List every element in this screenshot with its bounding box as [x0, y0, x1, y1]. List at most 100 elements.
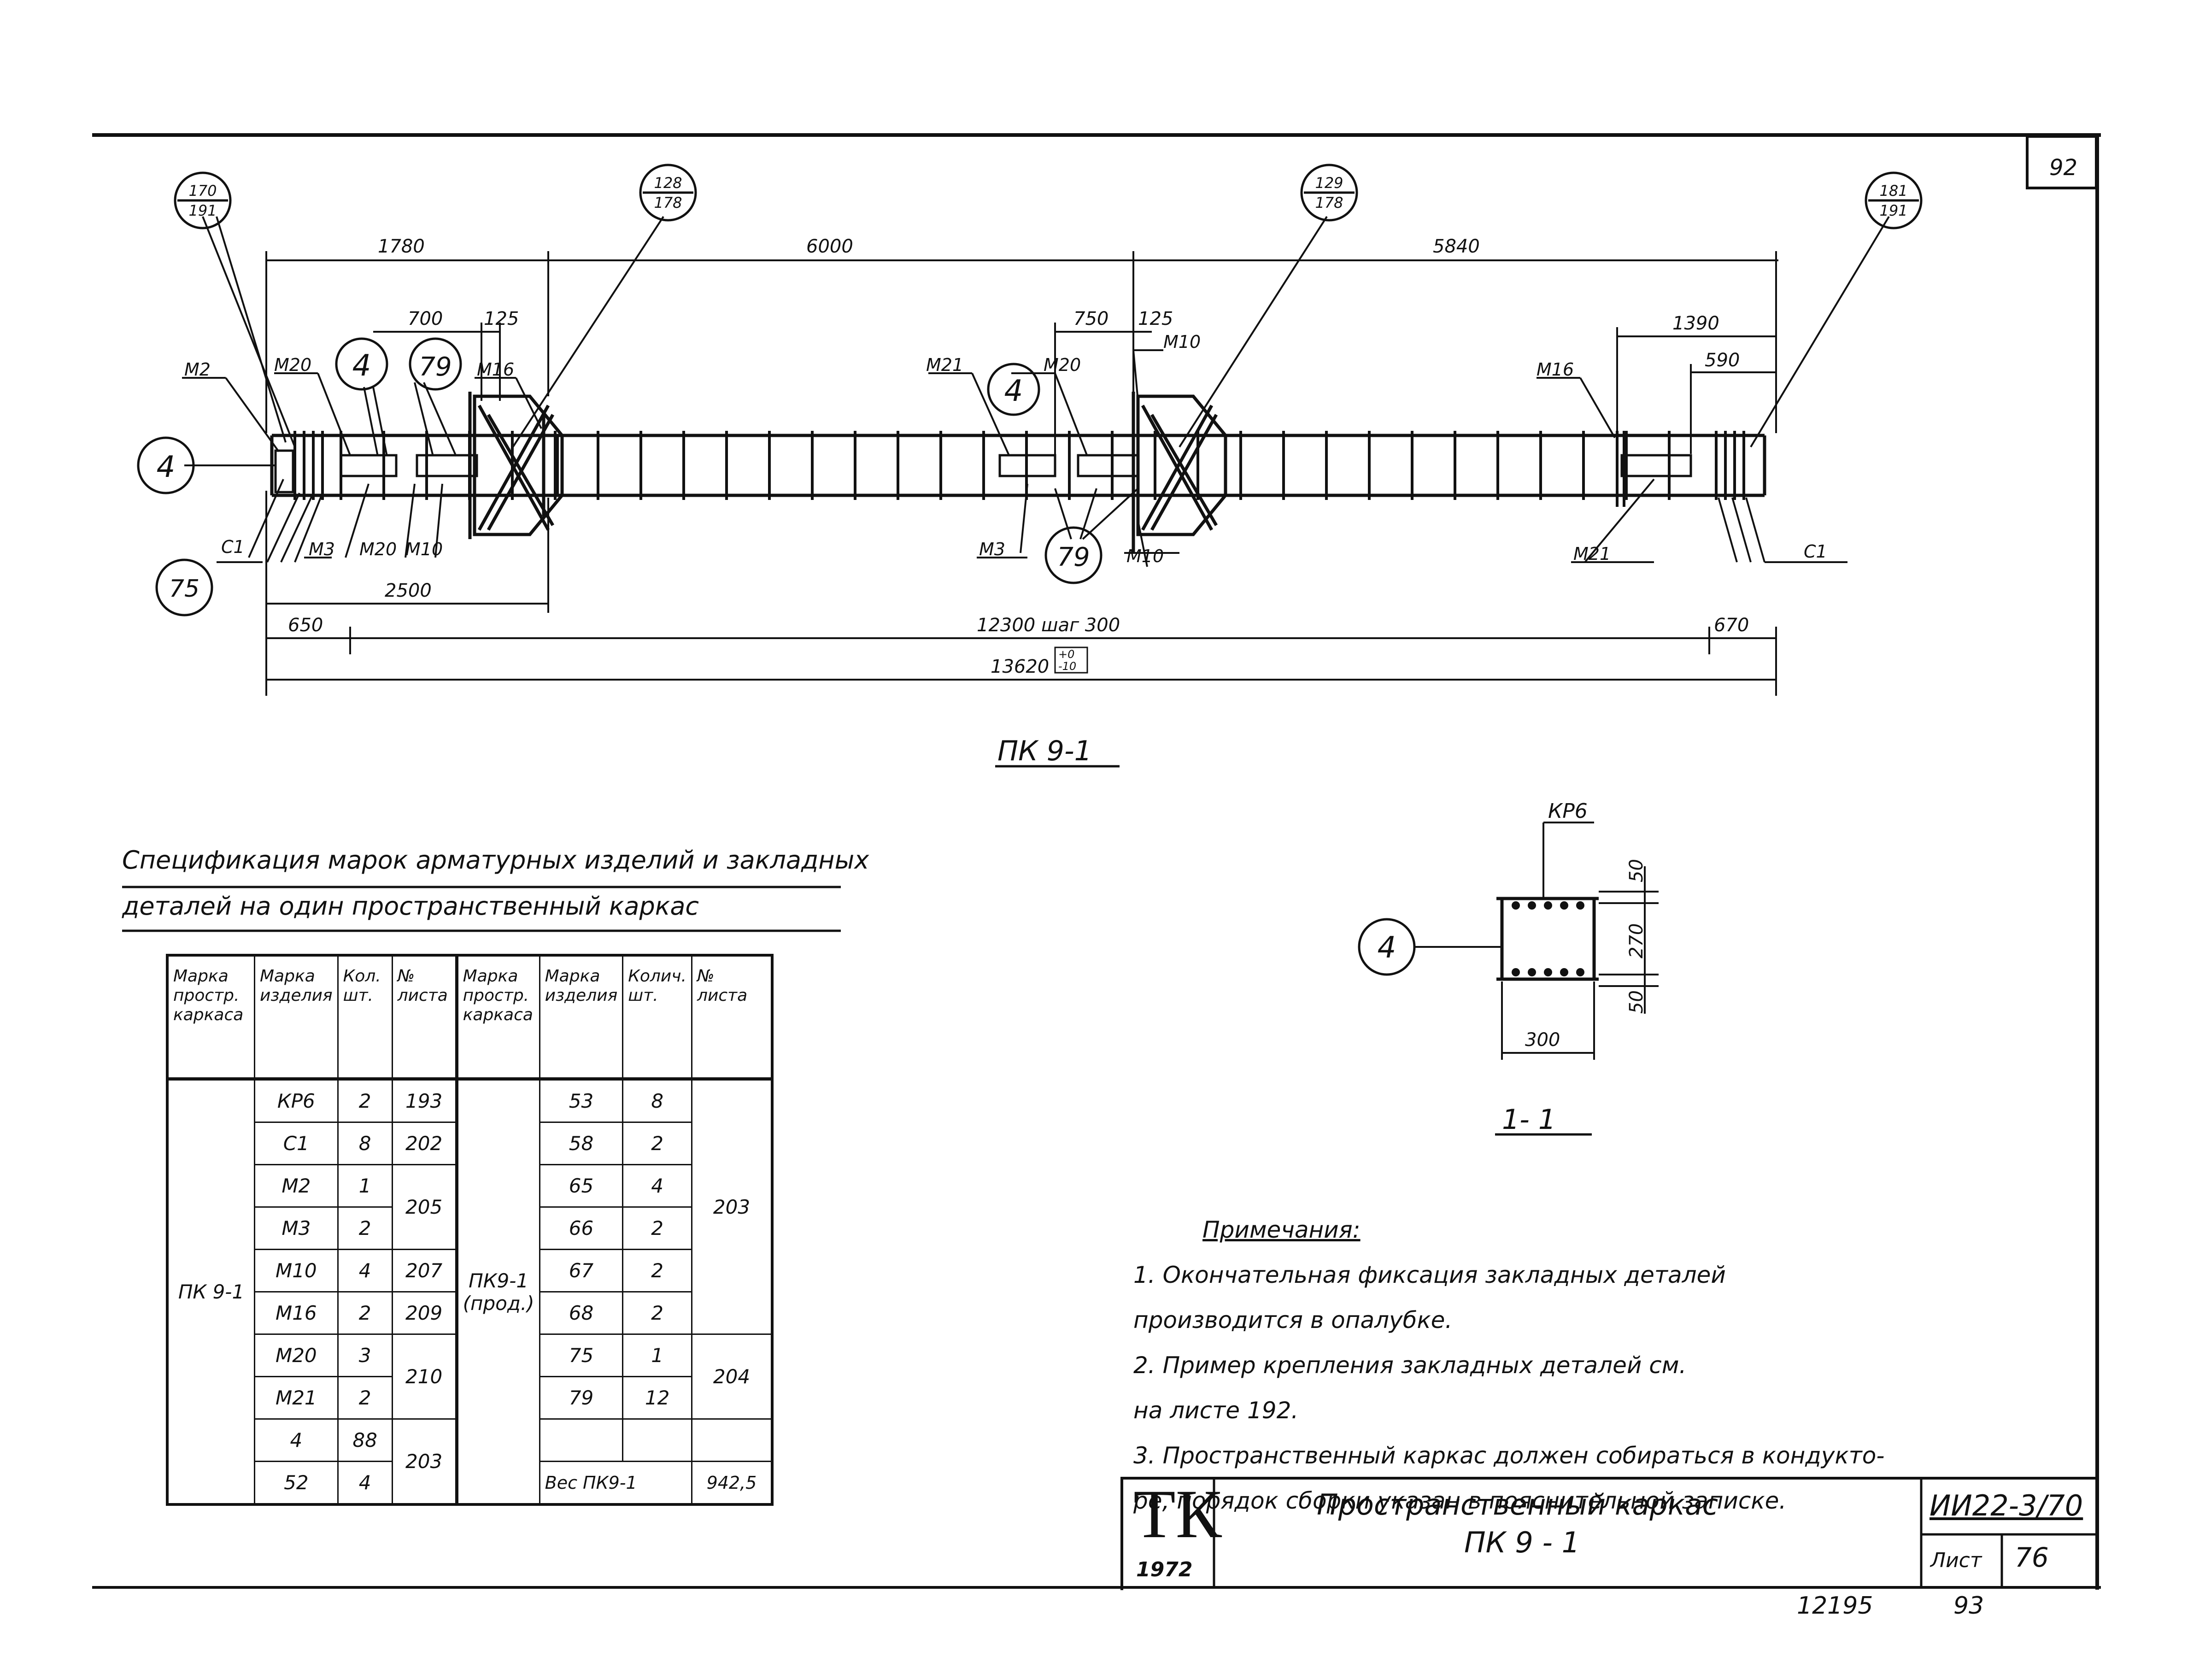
table-row: М2 1 205 65 4	[167, 1164, 772, 1250]
notes-title: Примечания:	[1202, 1216, 1361, 1243]
notes: Примечания: 1. Окончательная фиксация за…	[1133, 1207, 1884, 1523]
qty-cell: 4	[337, 1461, 393, 1505]
qty-cell: 3	[337, 1333, 393, 1377]
sheet-cell: 209	[391, 1291, 458, 1335]
dim-label: 12300 шаг 300	[977, 615, 1120, 636]
qty-cell: 12	[622, 1376, 692, 1420]
bubble-label: 178	[654, 194, 682, 211]
note-line: производится в опалубке.	[1133, 1307, 1453, 1333]
qty-cell: 2	[622, 1249, 692, 1292]
dim-label: 670	[1714, 615, 1749, 636]
section-mark: КР6	[1548, 799, 1588, 823]
stamp-code: ИИ22-3/70	[1929, 1489, 2083, 1522]
mark-cell: М2	[254, 1164, 339, 1208]
header-cell: № листа	[691, 954, 773, 1081]
mark-label: M20	[274, 355, 311, 375]
mark-label: M20	[1044, 355, 1081, 375]
bubble-label: 128	[654, 174, 682, 192]
mark-label: M2	[184, 359, 211, 380]
note-line: 1. Окончательная фиксация закладных дета…	[1133, 1262, 1726, 1288]
qty-cell	[622, 1418, 692, 1462]
weight-value: 942,5	[691, 1461, 773, 1505]
mark-cell: М20	[254, 1333, 339, 1377]
frame-mark-cell: ПК 9-1	[166, 1078, 255, 1505]
sheet-cell: 193	[391, 1078, 458, 1123]
weight-label: Вес ПК9-1	[539, 1461, 692, 1505]
dim-label: 1780	[378, 236, 425, 257]
mark-cell: 65	[539, 1164, 624, 1208]
ref-circles	[137, 164, 1923, 976]
frame-mark-line: (прод.)	[463, 1292, 534, 1315]
title-block: ТК 1972 Пространственный каркас ПК 9 - 1…	[1120, 1477, 2098, 1590]
header-cell: № листа	[391, 954, 458, 1081]
bubble-label: 191	[188, 202, 217, 219]
header-cell: Марка простр. каркаса	[166, 954, 255, 1081]
dim-label: 5840	[1433, 236, 1480, 257]
stamp-title: Пространственный каркас	[1317, 1488, 1718, 1521]
stirrups	[340, 431, 1671, 500]
table-row: М3 2 66 2	[167, 1206, 772, 1250]
qty-cell: 4	[622, 1164, 692, 1208]
sheet-cell	[691, 1418, 773, 1462]
dim-label: 50	[1626, 859, 1647, 882]
spec-title-line2: деталей на один пространственный каркас	[122, 892, 699, 921]
mark-cell: М10	[254, 1249, 339, 1292]
note-line: 2. Пример крепления закладных деталей см…	[1133, 1352, 1687, 1379]
mark-label: M3	[979, 539, 1005, 559]
mark-cell: М21	[254, 1376, 339, 1420]
frame-mark-cell: ПК9-1 (прод.)	[456, 1078, 540, 1505]
sheet-cell: 202	[391, 1122, 458, 1165]
tolerance-bottom: -10	[1058, 660, 1076, 673]
mark-cell: 4	[254, 1418, 339, 1462]
sheet-cell: 207	[391, 1249, 458, 1292]
header-cell: Кол. шт.	[337, 954, 393, 1081]
bubble-label: 170	[188, 182, 217, 200]
mark-cell: 52	[254, 1461, 339, 1505]
mark-cell: 75	[539, 1333, 624, 1377]
qty-cell: 2	[622, 1122, 692, 1165]
stamp-sheet-label: Лист	[1930, 1549, 1982, 1572]
dim-label: 125	[1138, 308, 1173, 329]
qty-cell: 88	[337, 1418, 393, 1462]
qty-cell: 8	[337, 1122, 393, 1165]
mark-label: C1	[221, 537, 245, 557]
sheet-cell: 205	[391, 1164, 458, 1250]
qty-cell: 2	[337, 1291, 393, 1335]
mark-label: M21	[926, 355, 963, 375]
sheet-cell: 203	[691, 1078, 773, 1335]
mark-label: M16	[1537, 359, 1574, 380]
table-row: 4 88 203	[167, 1418, 773, 1505]
dim-label: 6000	[806, 236, 853, 257]
stamp-logo: ТК	[1133, 1476, 1222, 1552]
tolerance-top: +0	[1058, 648, 1074, 661]
qty-cell: 2	[622, 1291, 692, 1335]
dim-label: 1390	[1672, 313, 1719, 334]
note-line: 3. Пространственный каркас должен собира…	[1133, 1442, 1885, 1469]
mark-cell: М3	[254, 1206, 339, 1250]
sheet-cell: 203	[391, 1418, 458, 1505]
stamp-sheet-number: 76	[2015, 1542, 2049, 1573]
circle-label: 75	[169, 575, 199, 603]
dim-label: 750	[1073, 308, 1108, 329]
table-row: М21 2 79 12	[167, 1376, 772, 1420]
bubble-label: 178	[1315, 194, 1343, 211]
circle-label: 4	[157, 450, 176, 484]
circle-label: 79	[419, 352, 452, 382]
header-cell: Марка изделия	[254, 954, 339, 1081]
bubble-label: 191	[1879, 202, 1907, 219]
section-1-1	[1414, 822, 1659, 1136]
bubble-label: 181	[1879, 182, 1907, 200]
section-title: 1- 1	[1502, 1104, 1556, 1136]
section-bars	[1512, 901, 1584, 976]
qty-cell: 2	[337, 1078, 393, 1123]
table-row: М10 4 207 67 2	[167, 1249, 772, 1292]
corner-box	[2026, 135, 2098, 189]
mark-cell: 68	[539, 1291, 624, 1335]
dimension-lines	[265, 251, 1778, 696]
note-line: на листе 192.	[1133, 1397, 1299, 1424]
dim-label: 700	[408, 308, 443, 329]
end-plate-m2	[274, 449, 294, 493]
spec-title-line1: Спецификация марок арматурных изделий и …	[122, 846, 869, 875]
table-row: М20 3 210 75 1 204	[167, 1333, 773, 1420]
drawing-title: ПК 9-1	[997, 735, 1092, 767]
